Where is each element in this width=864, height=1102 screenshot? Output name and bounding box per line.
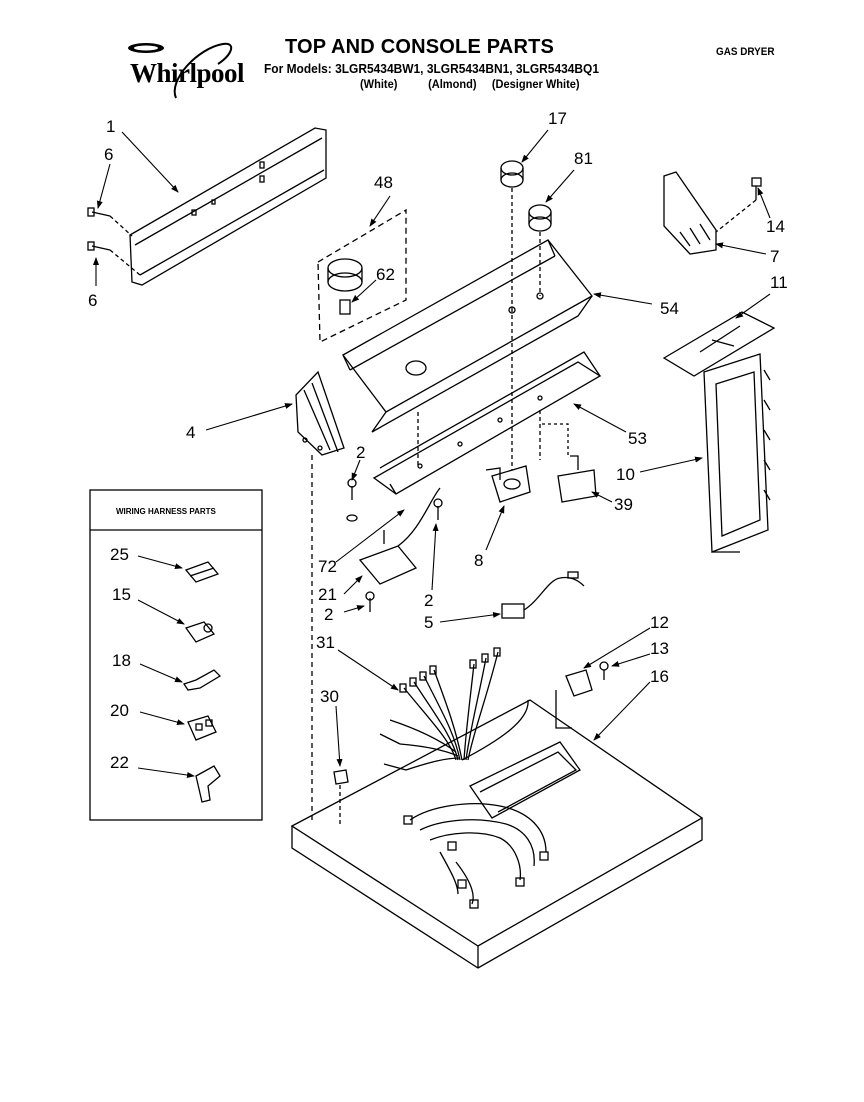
hinge-bracket-part-7 [663,171,717,255]
harness-part-22 [195,765,221,803]
callout-11: 11 [770,273,788,292]
variant-white: (White) [360,77,398,91]
harness-part-20 [187,715,217,741]
callout-8: 8 [474,551,483,570]
callout-22: 22 [110,753,129,772]
control-knob-part-62 [327,258,363,315]
harness-box-title: WIRING HARNESS PARTS [116,507,217,516]
callout-6-lower: 6 [88,291,97,310]
callout-17: 17 [548,109,567,128]
whirlpool-swoosh-icon [128,42,233,99]
console-panel-part-54 [342,239,593,433]
callout-25: 25 [110,545,129,564]
callout-62: 62 [376,265,395,284]
variant-almond: (Almond) [428,77,477,91]
screw-part-2 [346,478,443,612]
callout-leaders [93,129,771,778]
connector-part-5 [501,571,585,619]
knob-part-17 [500,160,524,308]
callout-20: 20 [110,701,129,720]
console-bracket-part-53 [372,308,602,495]
knob-part-81 [528,204,552,296]
callout-72: 72 [318,557,337,576]
callout-13: 13 [650,639,669,658]
switch-part-39 [542,423,597,503]
model-list: For Models: 3LGR5434BW1, 3LGR5434BN1, 3L… [264,61,599,76]
brand-logo: Whirlpool [118,40,248,100]
timer-part-21 [358,487,441,585]
top-panel-part-16 [290,699,704,969]
callout-30: 30 [320,687,339,706]
harness-part-15 [184,621,216,643]
callout-31: 31 [316,633,335,652]
side-panel-part-10 [703,353,771,553]
callout-10: 10 [616,465,635,484]
callout-14: 14 [766,217,785,236]
harness-part-25 [184,561,220,583]
lid-part-11 [662,311,776,377]
variant-designer-white: (Designer White) [491,77,580,91]
clip-part-30 [333,769,349,826]
wiring-harness-box [89,489,263,821]
callout-5: 5 [424,613,433,632]
rear-console-bracket [129,127,327,286]
page-title: TOP AND CONSOLE PARTS [285,36,555,58]
callout-53: 53 [628,429,647,448]
callout-2-left: 2 [324,605,333,624]
callout-1: 1 [106,117,115,136]
wiring-harness-part-31 [379,647,529,771]
callout-12: 12 [650,613,669,632]
callout-16: 16 [650,667,669,686]
harness-part-18 [182,669,222,691]
callout-6-upper: 6 [104,145,113,164]
callout-81: 81 [574,149,593,168]
screw-part-14 [715,177,762,233]
screw-part-6 [87,207,111,251]
callout-15: 15 [112,585,131,604]
top-wiring-harness [403,803,549,909]
callout-39: 39 [614,495,633,514]
product-type: GAS DRYER [716,46,775,58]
clip-part-12 [555,669,593,729]
brand-wordmark: Whirlpool [130,58,245,88]
callout-48: 48 [374,173,393,192]
callout-54: 54 [660,299,679,318]
callout-18: 18 [112,651,131,670]
callout-21: 21 [318,585,337,604]
screw-part-13 [599,661,609,680]
callout-4: 4 [186,423,195,442]
part-48-outline [317,208,407,344]
callout-2-right: 2 [424,591,433,610]
switch-part-8 [485,465,531,503]
model-variants: (White) (Almond) (Designer White) [360,77,580,91]
end-cap-part-4 [295,370,345,820]
callout-2-upper: 2 [356,443,365,462]
callout-7: 7 [770,247,779,266]
